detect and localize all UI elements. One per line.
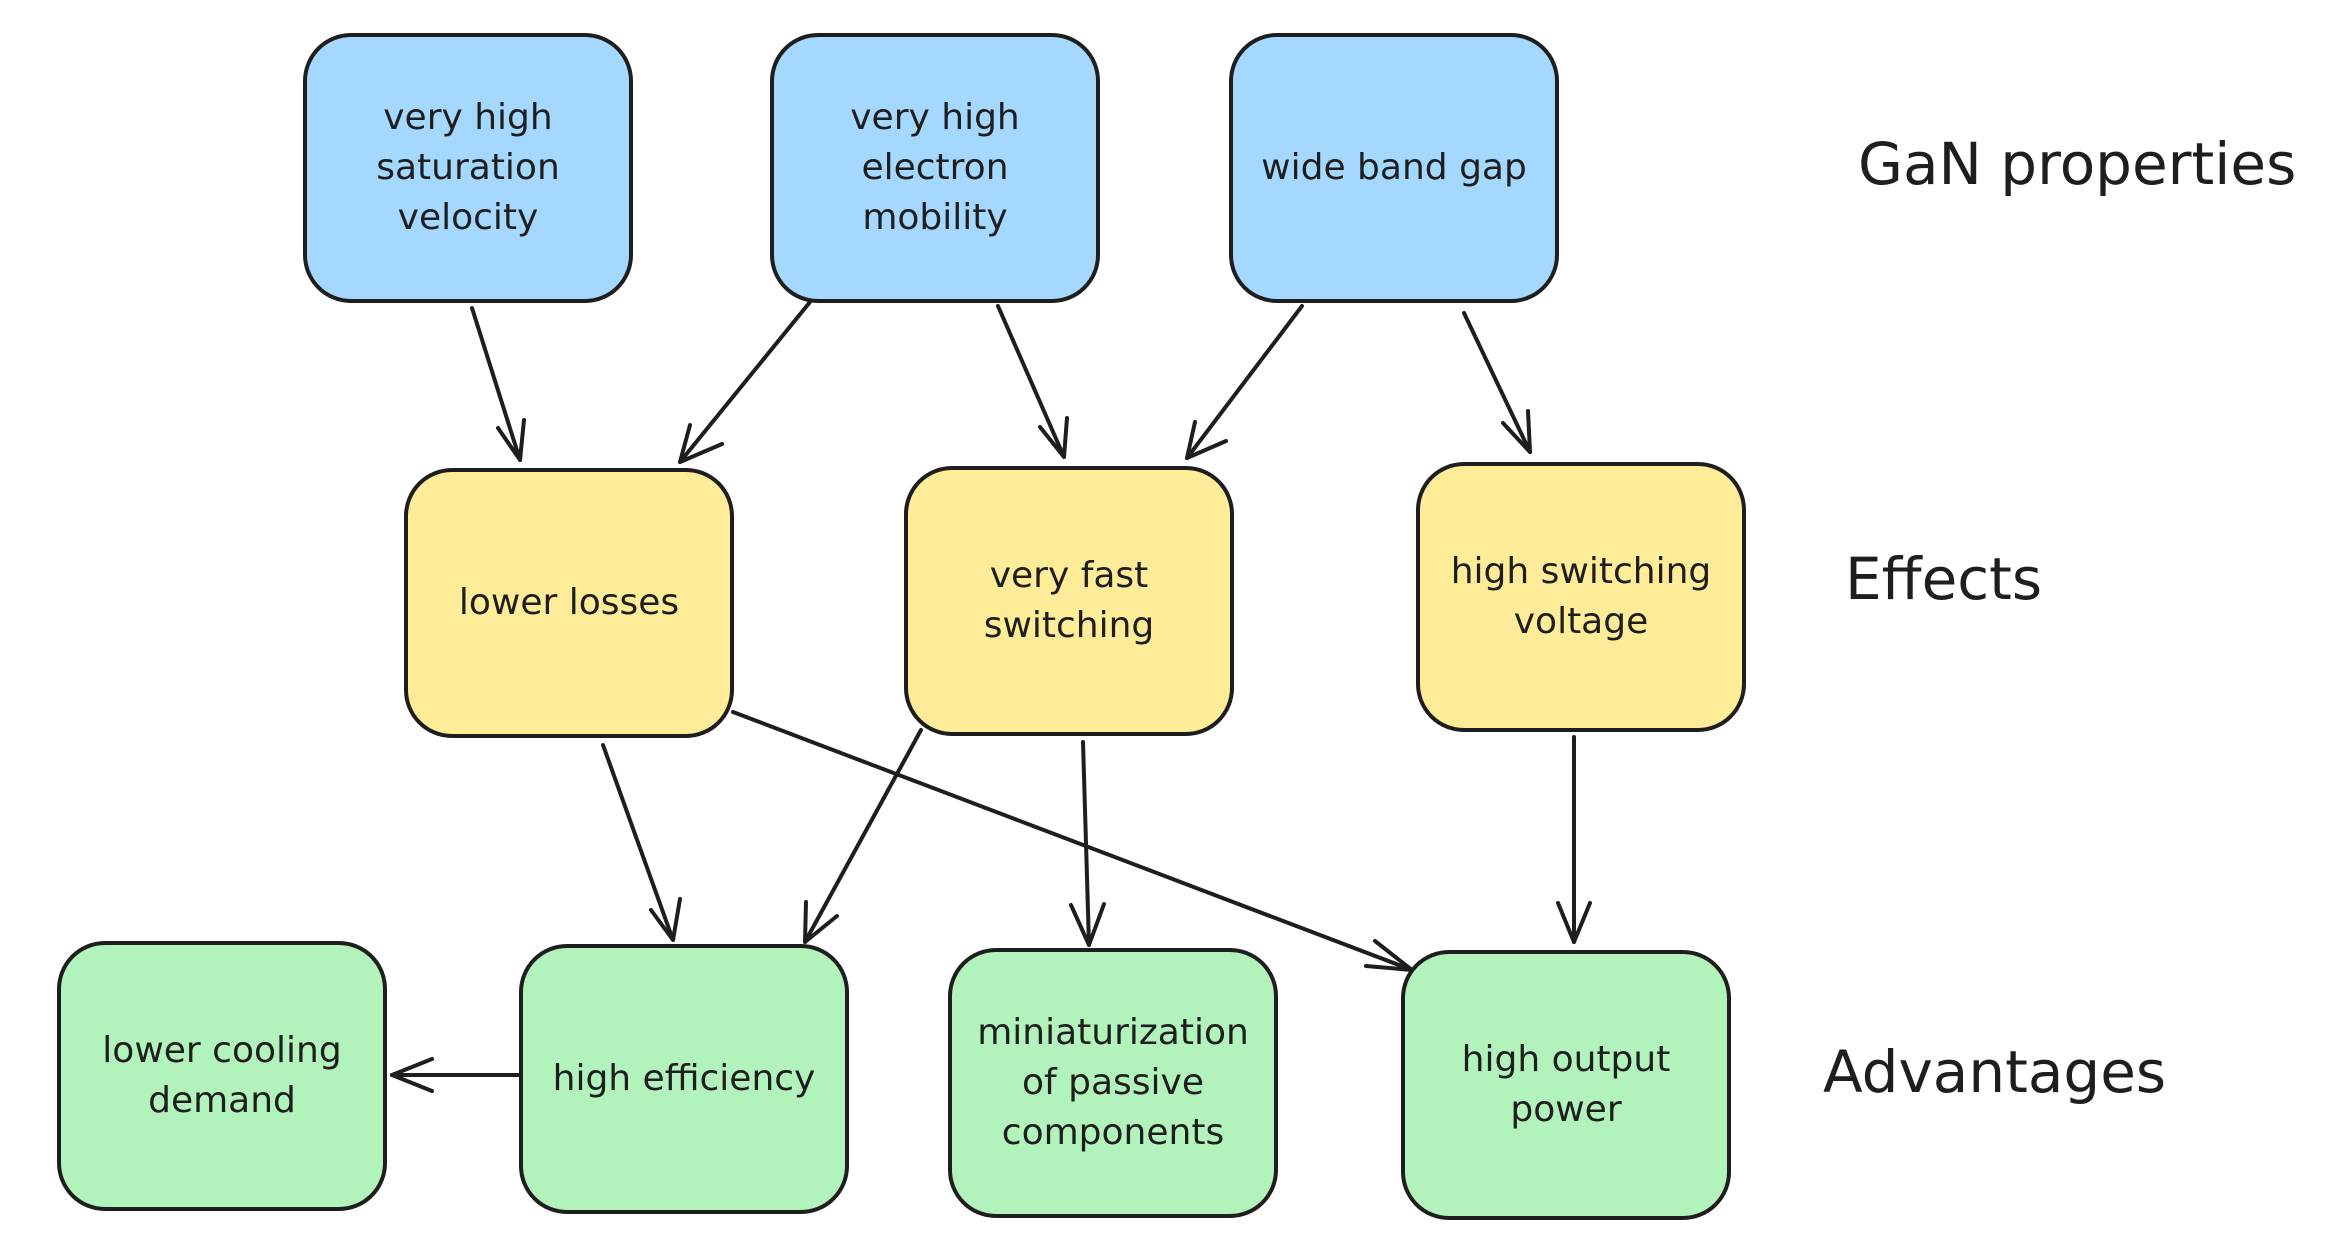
node-electron-mobility-label: very high electron mobility	[850, 97, 1020, 238]
node-lower-losses[interactable]: lower losses	[404, 468, 734, 738]
edge-switching-to-miniaturization	[1069, 740, 1106, 947]
edge-switching-to-efficiency	[803, 728, 923, 944]
edge-mobility-to-losses	[678, 300, 812, 464]
edge-saturation-to-losses	[470, 306, 526, 462]
node-output-power[interactable]: high output power	[1401, 950, 1731, 1220]
edge-mobility-to-switching	[996, 304, 1069, 459]
node-lower-losses-label: lower losses	[458, 582, 680, 623]
node-fast-switching-label: very fast switching	[983, 555, 1155, 646]
row-label-advantages: Advantages	[1823, 1038, 2167, 1106]
node-miniaturization-label: miniaturization of passive components	[977, 1012, 1249, 1153]
node-saturation-velocity[interactable]: very high saturation velocity	[303, 33, 633, 303]
node-wide-band-gap[interactable]: wide band gap	[1229, 33, 1559, 303]
node-lower-cooling[interactable]: lower cooling demand	[57, 941, 387, 1211]
edge-losses-to-output	[731, 710, 1414, 972]
node-miniaturization[interactable]: miniaturization of passive components	[948, 948, 1278, 1218]
node-high-efficiency[interactable]: high efficiency	[519, 944, 849, 1214]
edge-losses-to-efficiency	[601, 743, 682, 942]
edge-efficiency-to-cooling	[390, 1057, 521, 1093]
node-switching-voltage[interactable]: high switching voltage	[1416, 462, 1746, 732]
node-lower-cooling-label: lower cooling demand	[102, 1030, 342, 1121]
node-electron-mobility[interactable]: very high electron mobility	[770, 33, 1100, 303]
node-wide-band-gap-label: wide band gap	[1261, 147, 1527, 188]
node-high-efficiency-label: high efficiency	[552, 1058, 816, 1099]
node-fast-switching[interactable]: very fast switching	[904, 466, 1234, 736]
row-label-effects: Effects	[1845, 545, 2043, 613]
edge-bandgap-to-switching	[1185, 304, 1304, 460]
node-saturation-velocity-label: very high saturation velocity	[376, 97, 560, 238]
node-output-power-label: high output power	[1461, 1039, 1671, 1130]
row-label-properties: GaN properties	[1858, 130, 2297, 198]
node-switching-voltage-label: high switching voltage	[1450, 551, 1712, 642]
edge-voltage-to-output	[1556, 735, 1592, 944]
edge-bandgap-to-voltage	[1462, 311, 1532, 454]
